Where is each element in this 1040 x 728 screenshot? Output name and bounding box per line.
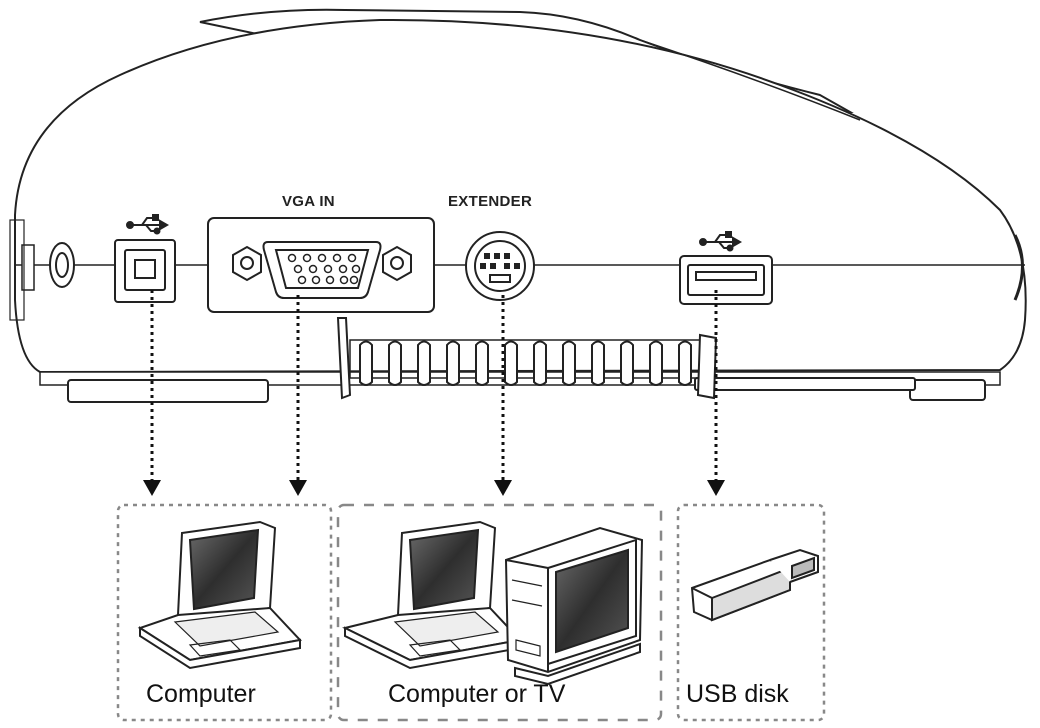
comb-tooth [620,340,634,386]
comb-tooth [591,340,605,386]
comb-tooth [562,340,576,386]
box-computer [116,503,333,722]
cable-comb [336,317,718,400]
audio-jack [49,242,75,288]
vga-screw-left [232,245,262,282]
comb-tooth [388,340,402,386]
usb-a-port [679,255,773,305]
arrow-heads [143,480,725,496]
comb-tooth [475,340,489,386]
laptop-icon [137,520,302,670]
box-computer-or-tv [336,503,663,722]
device-boxes [116,503,826,722]
usb-symbol-icon [699,231,743,252]
extender-port [465,231,535,301]
connection-arrows [150,290,718,482]
comb-tooth [649,340,663,386]
laptop-icon [342,520,522,670]
computer-label: Computer [146,680,256,708]
computer-or-tv-label: Computer or TV [388,680,566,708]
monitor-icon [504,526,644,686]
vga-screw-right [382,245,412,282]
usb-symbol-icon [126,214,170,235]
comb-tooth [533,340,547,386]
usb-disk-icon [690,548,819,622]
vga-in-label: VGA IN [282,193,335,210]
extender-label: EXTENDER [448,193,533,210]
usb-b-port [114,239,176,303]
foot-right [909,379,986,401]
comb-tooth [417,340,431,386]
box-usb-disk [676,503,826,722]
comb-tooth [446,340,460,386]
comb-tooth [359,340,373,386]
foot-left [67,379,269,403]
vga-port [207,217,435,313]
usb-disk-label: USB disk [686,680,789,708]
comb-tooth [678,340,692,386]
comb-tooth [504,340,518,386]
